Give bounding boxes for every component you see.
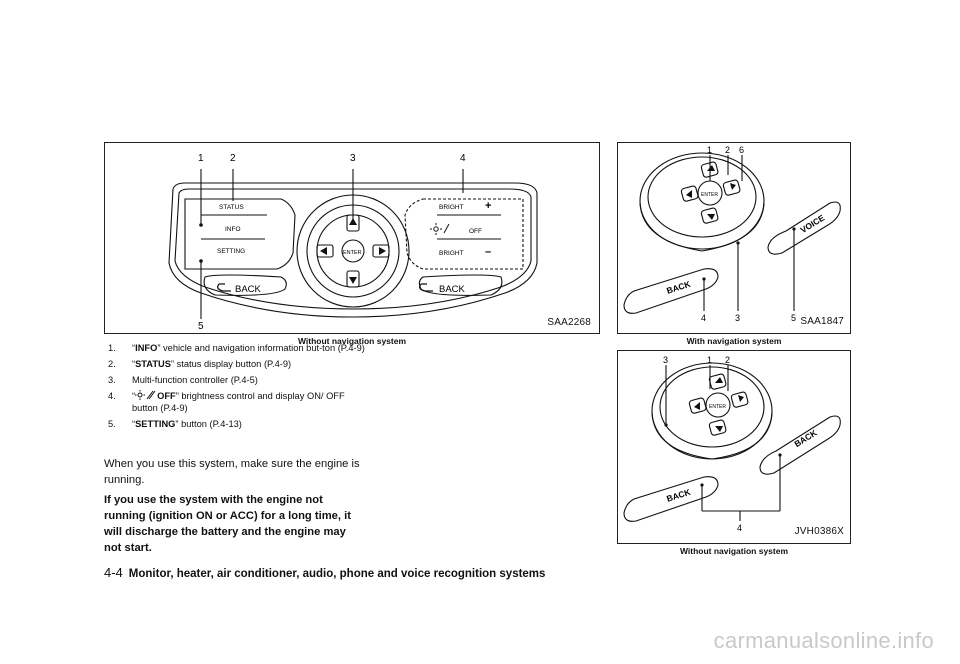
callout-2: 2 bbox=[725, 145, 730, 155]
list-item: 3.Multi-function controller (P.4-5) bbox=[108, 375, 258, 385]
enter-label: ENTER bbox=[701, 192, 718, 198]
bright-down-label: BRIGHT bbox=[439, 250, 464, 257]
section-title: Monitor, heater, air conditioner, audio,… bbox=[128, 568, 546, 580]
list-item: 5.“SETTING” button (P.4-13) bbox=[108, 419, 242, 429]
controller-illustration: ENTER VOICE BACK 1 2 6 4 3 5 bbox=[623, 145, 841, 323]
plus-label: + bbox=[485, 200, 491, 212]
back-right-label: BACK bbox=[439, 284, 466, 295]
callout-3: 3 bbox=[663, 355, 668, 365]
figure-caption: Without navigation system bbox=[679, 546, 789, 556]
callout-legend: 1.“INFO” vehicle and navigation informat… bbox=[104, 342, 366, 434]
back-left-label: BACK bbox=[235, 284, 262, 295]
callout-3: 3 bbox=[350, 153, 356, 164]
back-label: BACK bbox=[665, 278, 692, 295]
minus-label: – bbox=[485, 246, 491, 258]
list-item: 2.“STATUS” status display button (P.4-9) bbox=[108, 359, 292, 369]
page-footer: 4-4 Monitor, heater, air conditioner, aud… bbox=[104, 565, 545, 580]
figure-code: JVH0386X bbox=[794, 526, 844, 537]
battery-warning: If you use the system with the engine no… bbox=[104, 494, 351, 554]
bright-up-label: BRIGHT bbox=[439, 204, 464, 211]
callout-2: 2 bbox=[725, 355, 730, 365]
figure-code: SAA1847 bbox=[800, 316, 844, 327]
callout-1: 1 bbox=[707, 145, 712, 155]
callout-1: 1 bbox=[198, 153, 204, 164]
callout-4: 4 bbox=[460, 153, 466, 164]
brightness-icon bbox=[135, 390, 156, 400]
callout-4: 4 bbox=[737, 523, 742, 533]
figure-code: SAA2268 bbox=[547, 317, 591, 328]
callout-1: 1 bbox=[707, 355, 712, 365]
info-label: INFO bbox=[225, 226, 241, 233]
watermark: carmanualsonline.info bbox=[713, 628, 934, 653]
list-item: 4.“OFF” brightness control and display O… bbox=[108, 390, 345, 413]
usage-note: When you use this system, make sure the … bbox=[104, 458, 360, 486]
figure-controller-with-nav: ENTER VOICE BACK 1 2 6 4 3 5 SAA1847 bbox=[617, 142, 851, 334]
figure-caption: Without navigation system bbox=[297, 336, 407, 346]
callout-6: 6 bbox=[739, 145, 744, 155]
enter-label: ENTER bbox=[343, 250, 362, 256]
status-label: STATUS bbox=[219, 204, 244, 211]
off-label: OFF bbox=[469, 228, 482, 235]
list-item: 1.“INFO” vehicle and navigation informat… bbox=[108, 343, 365, 353]
figure-controller-no-nav: ENTER BACK BACK 3 1 2 4 JVH0386X bbox=[617, 350, 851, 544]
figure-control-panel-no-nav: 1 2 3 4 5 STATUS INFO SETTING BRIGHT + O… bbox=[104, 142, 600, 334]
setting-label: SETTING bbox=[217, 248, 245, 255]
voice-label: VOICE bbox=[798, 212, 826, 235]
callout-2: 2 bbox=[230, 153, 236, 164]
figure-caption: With navigation system bbox=[686, 336, 782, 346]
enter-label: ENTER bbox=[709, 404, 726, 410]
callout-3: 3 bbox=[735, 313, 740, 323]
back-label-bottom: BACK bbox=[665, 486, 692, 503]
page-number: 4-4 bbox=[104, 565, 123, 580]
controller-illustration: ENTER BACK BACK 3 1 2 4 bbox=[623, 355, 841, 533]
control-panel-illustration: 1 2 3 4 5 STATUS INFO SETTING BRIGHT + O… bbox=[168, 153, 538, 332]
callout-5: 5 bbox=[198, 321, 204, 332]
callout-5: 5 bbox=[791, 313, 796, 323]
back-label-top: BACK bbox=[792, 427, 819, 449]
callout-4: 4 bbox=[701, 313, 706, 323]
